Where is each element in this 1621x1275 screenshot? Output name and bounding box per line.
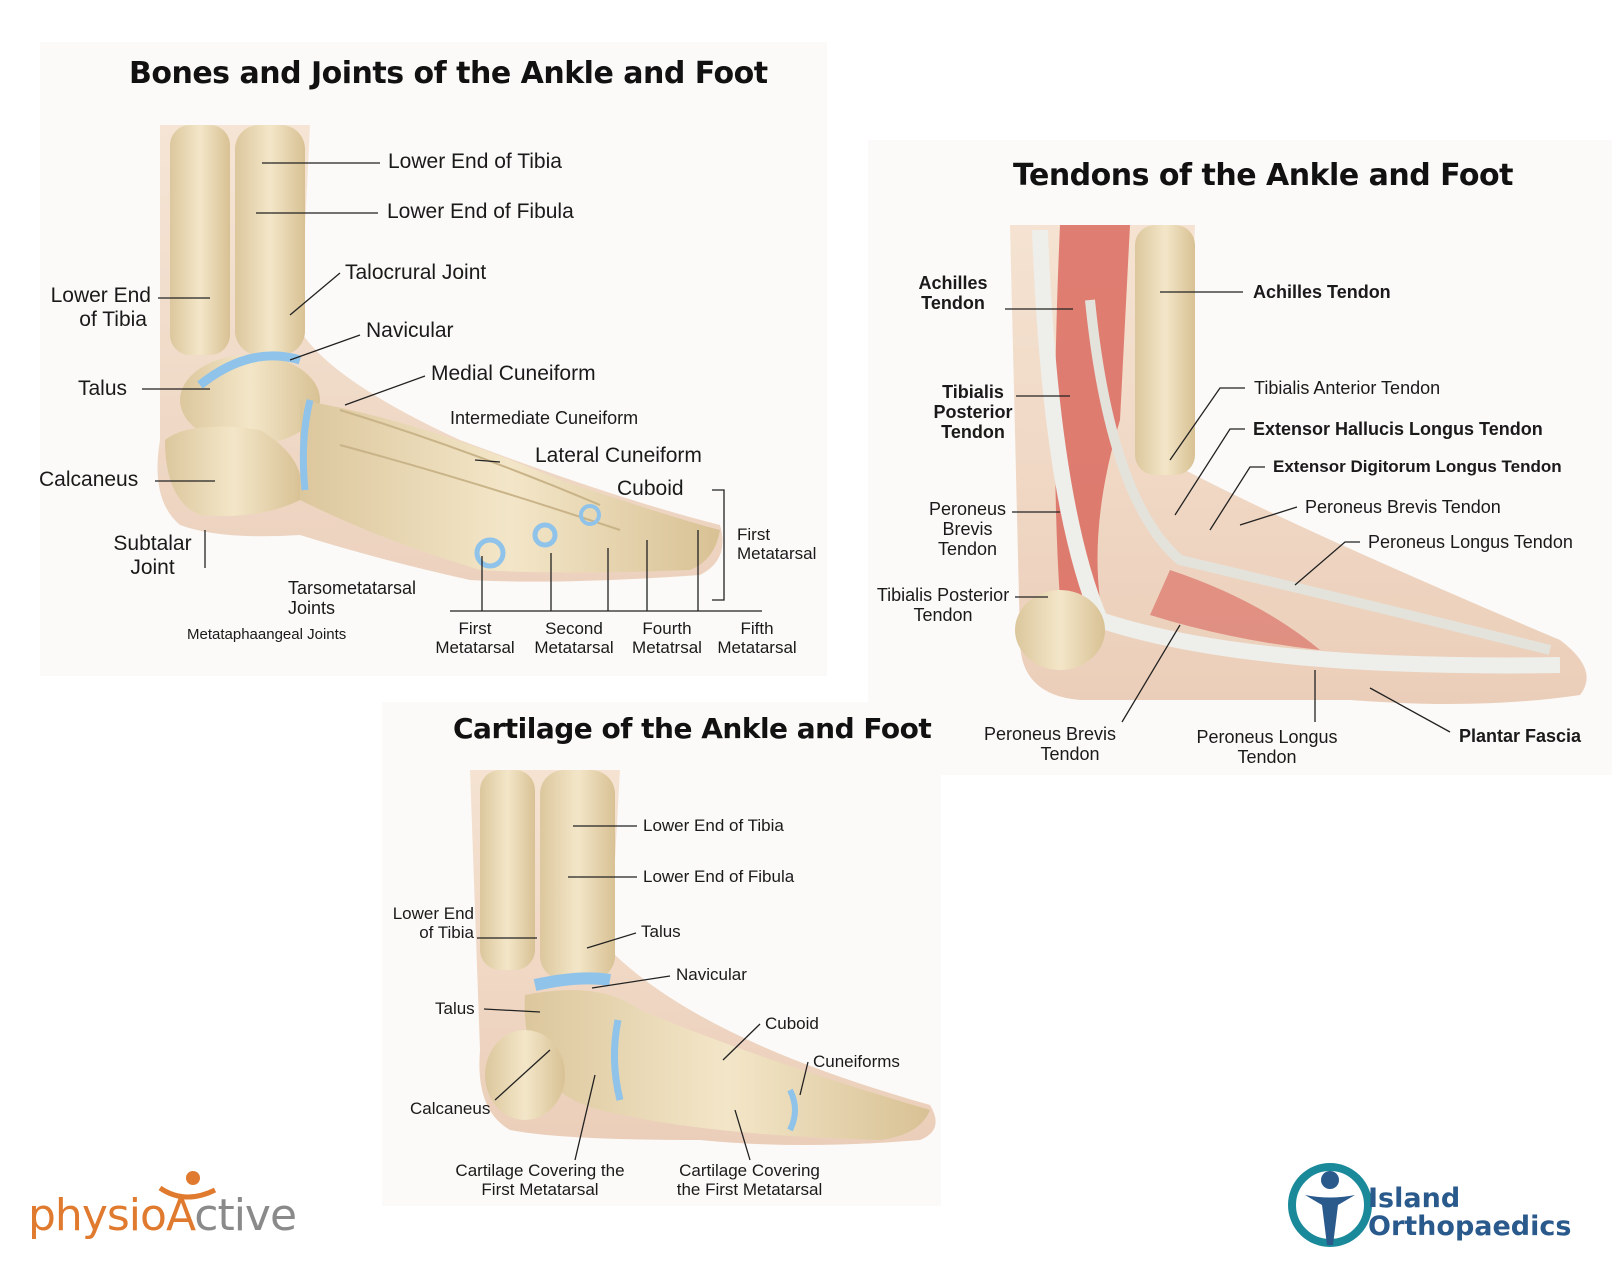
logo-text-2: ctive <box>194 1190 297 1241</box>
line2: Tendon <box>1237 747 1297 768</box>
label-peroneus-longus-tendon-right: Peroneus Longus Tendon <box>1368 532 1573 552</box>
tendons-leader-lines <box>1005 291 1451 733</box>
line1: First <box>458 619 492 638</box>
bones-leader-lines <box>142 162 762 612</box>
line2: Metatrsal <box>632 638 702 658</box>
cartilage-foot-illustration <box>470 770 936 1145</box>
line1: Lower End <box>392 904 474 923</box>
label-tibialis-anterior-tendon: Tibialis Anterior Tendon <box>1254 378 1441 398</box>
label-intermediate-cuneiform: Intermediate Cuneiform <box>450 408 639 428</box>
label-cuboid: Cuboid <box>765 1014 819 1033</box>
island-orthopaedics-icon <box>1288 1163 1372 1247</box>
label-cuboid: Cuboid <box>617 477 684 500</box>
line1: Achilles <box>918 273 988 293</box>
line1: Lower End <box>50 284 151 307</box>
tendons-foot-illustration <box>1010 225 1587 704</box>
line1: Tibialis Posterior <box>876 585 1010 605</box>
line2: Metatarsal <box>435 638 515 658</box>
line1: Subtalar <box>113 532 192 555</box>
line1: Tibialis <box>942 382 1004 402</box>
cartilage-leader-lines <box>477 825 809 1161</box>
line2: Joints <box>288 598 336 619</box>
label-extensor-hallucis-longus-tendon: Extensor Hallucis Longus Tendon <box>1253 419 1543 439</box>
tendons-title: Tendons of the Ankle and Foot <box>1013 158 1513 193</box>
label-talus-right: Talus <box>641 922 681 941</box>
line2: of Tibia <box>419 923 474 943</box>
label-lower-end-tibia: Lower End of Tibia <box>388 150 562 173</box>
line2: Brevis <box>942 519 993 540</box>
label-plantar-fascia: Plantar Fascia <box>1459 726 1582 746</box>
line1: Cartilage Covering <box>679 1161 820 1180</box>
label-calcaneus: Calcaneus <box>410 1099 491 1118</box>
line2: Posterior <box>933 402 1013 423</box>
label-navicular: Navicular <box>366 319 454 342</box>
line2: of Tibia <box>79 307 147 331</box>
label-calcaneus: Calcaneus <box>39 468 139 491</box>
line2: Metatarsal <box>717 638 797 658</box>
line1: Cartilage Covering the <box>455 1161 625 1180</box>
physioactive-logo: physioActive <box>28 1190 297 1241</box>
line1: Fourth <box>642 619 692 638</box>
label-lower-end-fibula: Lower End of Fibula <box>643 867 795 886</box>
label-metataphaangeal-joints: Metataphaangeal Joints <box>187 626 347 643</box>
label-navicular: Navicular <box>676 965 747 984</box>
label-achilles-tendon-right: Achilles Tendon <box>1253 282 1391 302</box>
cartilage-title: Cartilage of the Ankle and Foot <box>453 712 932 745</box>
label-lower-end-tibia: Lower End of Tibia <box>643 816 784 835</box>
physioactive-figure-icon <box>158 1171 217 1200</box>
bones-foot-illustration <box>157 125 723 582</box>
line2: the First Metatarsal <box>676 1180 823 1200</box>
line1: Tarsometatarsal <box>288 578 417 598</box>
logo-line2: Orthopaedics <box>1368 1211 1572 1243</box>
line2: Tendon <box>921 293 985 314</box>
line1: Second <box>545 619 603 638</box>
line2: Joint <box>130 555 175 579</box>
line1: Fifth <box>740 619 774 638</box>
line3: Tendon <box>941 422 1005 443</box>
label-medial-cuneiform: Medial Cuneiform <box>431 362 596 385</box>
logo-line1: Island <box>1368 1183 1461 1214</box>
label-lateral-cuneiform: Lateral Cuneiform <box>535 444 702 467</box>
logo-text-1: physio <box>28 1190 167 1241</box>
label-lower-end-fibula: Lower End of Fibula <box>387 200 574 223</box>
label-extensor-digitorum-longus-tendon: Extensor Digitorum Longus Tendon <box>1273 457 1562 476</box>
line2: Tendon <box>913 605 973 626</box>
line1: First <box>737 525 771 544</box>
label-cuneiforms: Cuneiforms <box>813 1052 900 1071</box>
line2: Metatarsal <box>737 544 817 564</box>
line2: Tendon <box>1040 744 1100 765</box>
bones-title: Bones and Joints of the Ankle and Foot <box>129 56 768 91</box>
label-peroneus-brevis-tendon-right: Peroneus Brevis Tendon <box>1305 497 1501 517</box>
line1: Peroneus Longus <box>1196 727 1338 747</box>
line1: Peroneus <box>928 499 1007 519</box>
label-talus-left: Talus <box>435 999 475 1018</box>
line1: Peroneus Brevis <box>983 724 1117 744</box>
line2: Metatarsal <box>534 638 614 658</box>
label-talus: Talus <box>78 377 128 400</box>
label-talocrural-joint: Talocrural Joint <box>345 261 487 284</box>
line3: Tendon <box>937 539 998 560</box>
line2: First Metatarsal <box>481 1180 599 1200</box>
